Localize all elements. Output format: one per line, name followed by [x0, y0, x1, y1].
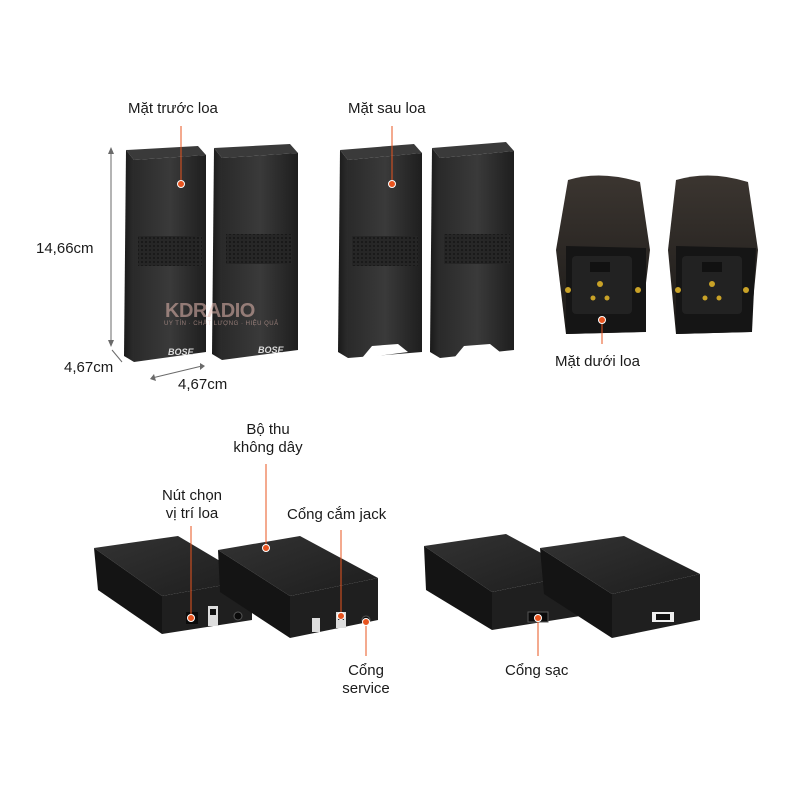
brand-logo: BOSE: [168, 347, 195, 357]
label-position-button: Nút chọn vị trí loa: [150, 487, 234, 523]
back-speaker-1: [338, 144, 422, 358]
watermark-tagline: UY TÍN · CHẤT LƯỢNG · HIỆU QUẢ: [164, 321, 279, 327]
speaker-bottom-view-2: [668, 175, 758, 334]
watermark-logo: KDRADIO: [165, 300, 255, 322]
front-speaker-1: BOSE: [124, 146, 206, 362]
receiver-2: [218, 536, 378, 638]
label-jack-port: Cổng cắm jack: [287, 506, 387, 523]
label-depth: 4,67cm: [64, 359, 114, 376]
label-service-line2: service: [342, 680, 390, 697]
speaker-bottom-view-1: [556, 175, 650, 334]
label-receiver: Bộ thu không dây: [228, 421, 308, 457]
callout-markers: [177, 126, 606, 656]
label-position-button-line1: Nút chọn: [161, 487, 223, 504]
label-front: Mặt trước loa: [128, 100, 218, 117]
label-position-button-line2: vị trí loa: [165, 505, 219, 522]
label-charging-port: Cổng sạc: [505, 662, 569, 679]
label-service-port: Cổng service: [332, 662, 400, 698]
label-receiver-line2: không dây: [233, 439, 303, 456]
label-receiver-line1: Bộ thu: [246, 421, 290, 438]
front-speaker-2: BOSE: [212, 144, 298, 360]
label-height: 14,66cm: [36, 240, 94, 257]
label-back: Mặt sau loa: [348, 100, 426, 117]
dimension-lines: [108, 147, 205, 381]
back-speaker-2: [430, 142, 514, 358]
label-width: 4,67cm: [178, 376, 228, 393]
brand-logo: BOSE: [258, 345, 285, 355]
receiver-4: [540, 536, 700, 638]
label-bottom: Mặt dưới loa: [555, 353, 640, 370]
label-service-line1: Cổng: [348, 662, 384, 679]
